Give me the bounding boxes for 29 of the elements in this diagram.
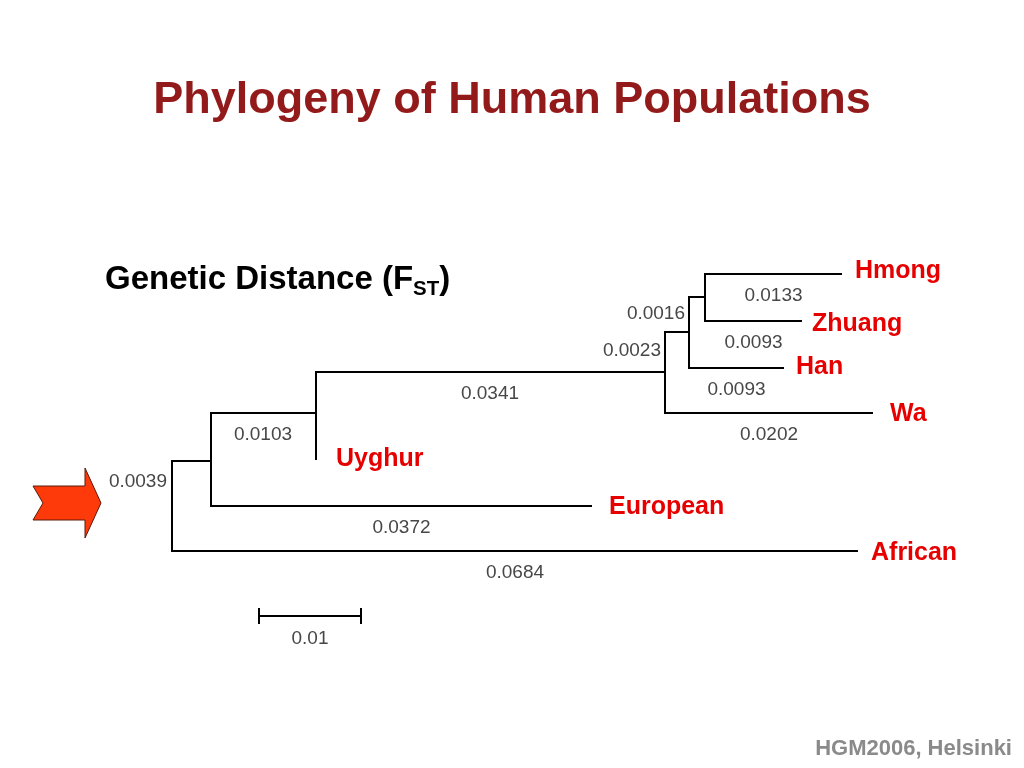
tree-junction-line (210, 412, 212, 507)
population-label: Uyghur (336, 442, 424, 472)
population-label: Wa (890, 397, 927, 427)
branch-line (172, 460, 211, 462)
tree-junction-line (315, 371, 317, 414)
branch-line (689, 296, 705, 298)
branch-line (705, 273, 843, 275)
branch-line (211, 505, 593, 507)
branch-line (172, 550, 859, 552)
tree-heading: Genetic Distance (F$_{ST}$) (105, 258, 451, 298)
slide-title: Phylogeny of Human Populations (153, 72, 871, 124)
branch-line (705, 320, 803, 322)
population-label: European (609, 490, 725, 520)
branch-line (315, 413, 317, 461)
tree-junction-line (664, 331, 666, 414)
tree-junction-line (704, 273, 706, 322)
population-label: Hmong (855, 254, 942, 284)
population-label: Zhuang (812, 307, 903, 337)
branch-line (665, 412, 874, 414)
tree-junction-line (171, 460, 173, 552)
population-label: African (871, 536, 958, 566)
branch-line (211, 412, 316, 414)
branch-line (316, 371, 665, 373)
population-label: Han (796, 350, 844, 380)
branch-line (665, 331, 689, 333)
scale-value: 0.01 (291, 628, 329, 648)
branch-line (689, 367, 785, 369)
tree-junction-line (688, 296, 690, 369)
footer-text: HGM2006, Helsinki (815, 735, 1012, 761)
